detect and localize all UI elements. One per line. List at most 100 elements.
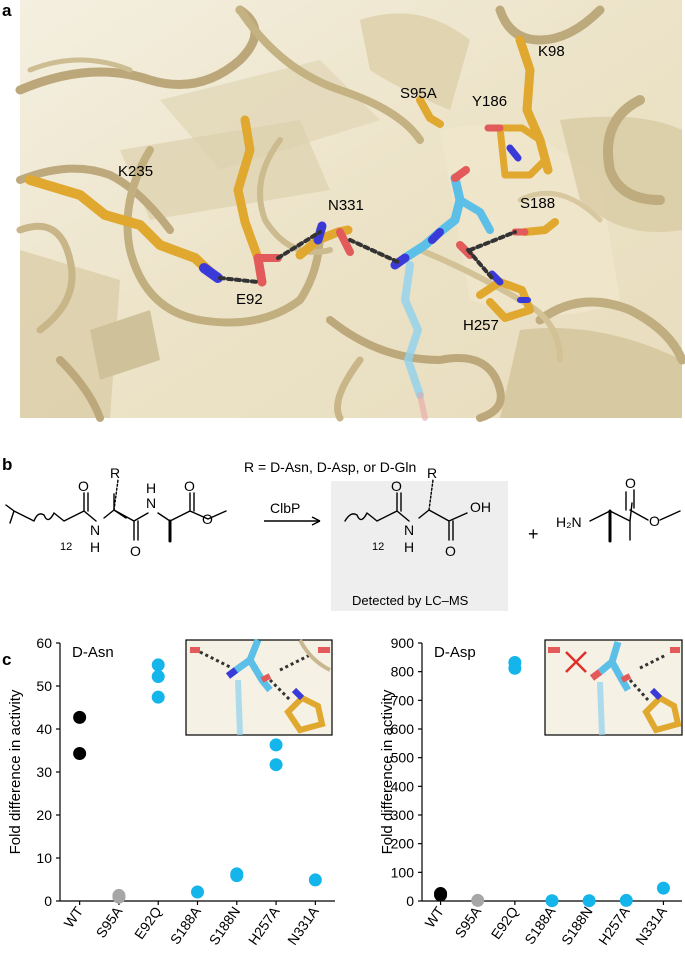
product-shaded-box: [331, 481, 508, 611]
y-tick-label: 60: [36, 635, 52, 651]
x-tick-label: S188N: [558, 904, 596, 948]
data-point: [269, 758, 283, 772]
residue-label-n331: N331: [328, 197, 364, 214]
r-definition: R = D-Asn, D-Asp, or D-Gln: [244, 459, 416, 475]
panel-c-letter: c: [2, 650, 11, 669]
enzyme-label: ClbP: [270, 500, 300, 516]
atom-o-1: O: [78, 478, 89, 494]
y-axis-label: Fold difference in activity: [7, 689, 24, 854]
y-tick-label: 10: [36, 850, 52, 866]
residue-label-h257: H257: [463, 317, 499, 334]
atom-h-1: H: [90, 539, 100, 555]
y-tick-label: 30: [36, 764, 52, 780]
x-tick-label: WT: [61, 903, 87, 930]
substrate-structure: [5, 479, 227, 543]
panel-b: b R = D-Asn, D-Asp, or D-Gln O R N H N H…: [2, 455, 681, 611]
x-tick-label: WT: [421, 903, 447, 930]
substrate-atoms: O R N H N H O O O 12: [60, 465, 213, 559]
x-tick-label: N331A: [284, 903, 322, 948]
data-point: [308, 873, 322, 887]
data-point: [73, 710, 87, 724]
x-tick-label: E92Q: [131, 903, 165, 942]
residue-label-k98: K98: [538, 43, 565, 60]
atom-oh-p: OH: [470, 499, 491, 515]
data-point: [230, 869, 244, 883]
product-atoms: O R N H OH O 12: [372, 465, 491, 559]
data-point: [582, 894, 596, 908]
y-tick-label: 20: [36, 807, 52, 823]
x-tick-label: S95A: [93, 903, 126, 941]
protein-ribbons: [15, 5, 685, 422]
reaction-arrow: ClbP: [264, 500, 321, 526]
data-point: [434, 888, 448, 902]
atom-h2n: H₂N: [556, 514, 582, 530]
x-tick-label: H257A: [595, 903, 633, 948]
data-point: [545, 894, 559, 908]
product-structure: [344, 479, 468, 541]
cross-mark-icon: [565, 651, 587, 673]
residue-label-s95a: S95A: [400, 85, 437, 102]
atom-n-p: N: [404, 522, 414, 538]
residue-label-e92: E92: [236, 291, 263, 308]
y-tick-label: 0: [406, 893, 414, 909]
y-tick-label: 400: [391, 778, 415, 794]
y-tick-label: 40: [36, 721, 52, 737]
inset-d-asn: [185, 638, 333, 736]
y-tick-label: 0: [44, 893, 52, 909]
panel-a: a K98 S95A Y186 K235 N331 S188 E92 H257: [2, 0, 685, 422]
plus-sign: +: [528, 524, 539, 544]
atom-h-2: H: [146, 480, 156, 496]
atom-n-1: N: [90, 522, 100, 538]
x-tick-label: S188A: [521, 903, 559, 947]
data-point: [191, 885, 204, 899]
subscript-12-substrate: 12: [60, 541, 72, 553]
y-tick-label: 50: [36, 678, 52, 694]
atom-n-2: N: [146, 495, 156, 511]
atom-o-4: O: [202, 511, 213, 527]
x-tick-label: S188A: [167, 903, 205, 947]
atom-o-3: O: [184, 478, 195, 494]
data-point: [656, 881, 670, 895]
hydrogen-bonds: [218, 230, 517, 284]
x-tick-label: E92Q: [488, 903, 522, 942]
x-tick-label: N331A: [632, 903, 670, 948]
y-tick-label: 100: [391, 864, 415, 880]
residue-label-k235: K235: [118, 163, 153, 180]
panel-a-letter: a: [2, 1, 12, 20]
data-point: [508, 661, 522, 675]
y-tick-label: 800: [391, 664, 415, 680]
atom-o-p2: O: [445, 543, 456, 559]
x-tick-label: S95A: [451, 903, 484, 941]
atom-o-a2: O: [649, 513, 660, 529]
alanine-ester-structure: [589, 489, 681, 543]
x-tick-label: S188N: [206, 904, 244, 948]
data-point: [151, 658, 165, 672]
data-point: [471, 893, 485, 907]
chart-title: D-Asn: [72, 644, 114, 661]
data-point: [112, 890, 126, 904]
inset-d-asp: [544, 639, 683, 736]
data-point: [269, 738, 283, 752]
y-tick-label: 900: [391, 635, 415, 651]
detected-label: Detected by LC–MS: [352, 593, 469, 608]
atom-r-1: R: [110, 465, 120, 481]
data-point: [73, 747, 87, 761]
y-tick-label: 600: [391, 721, 415, 737]
data-point: [151, 690, 165, 704]
y-tick-label: 500: [391, 750, 415, 766]
atom-h-p: H: [404, 539, 414, 555]
data-point: [151, 670, 165, 684]
y-tick-label: 200: [391, 836, 415, 852]
residue-label-s188: S188: [520, 195, 555, 212]
atom-r-p: R: [427, 465, 437, 481]
y-axis-label: Fold difference in activity: [379, 689, 396, 854]
y-tick-label: 300: [391, 807, 415, 823]
atom-o-p1: O: [391, 478, 402, 494]
atom-o-a1: O: [625, 475, 636, 491]
alanine-ester-atoms: H₂N O O: [556, 475, 660, 530]
x-tick-label: H257A: [245, 903, 283, 948]
atom-o-2: O: [130, 543, 141, 559]
residue-label-y186: Y186: [472, 93, 507, 110]
